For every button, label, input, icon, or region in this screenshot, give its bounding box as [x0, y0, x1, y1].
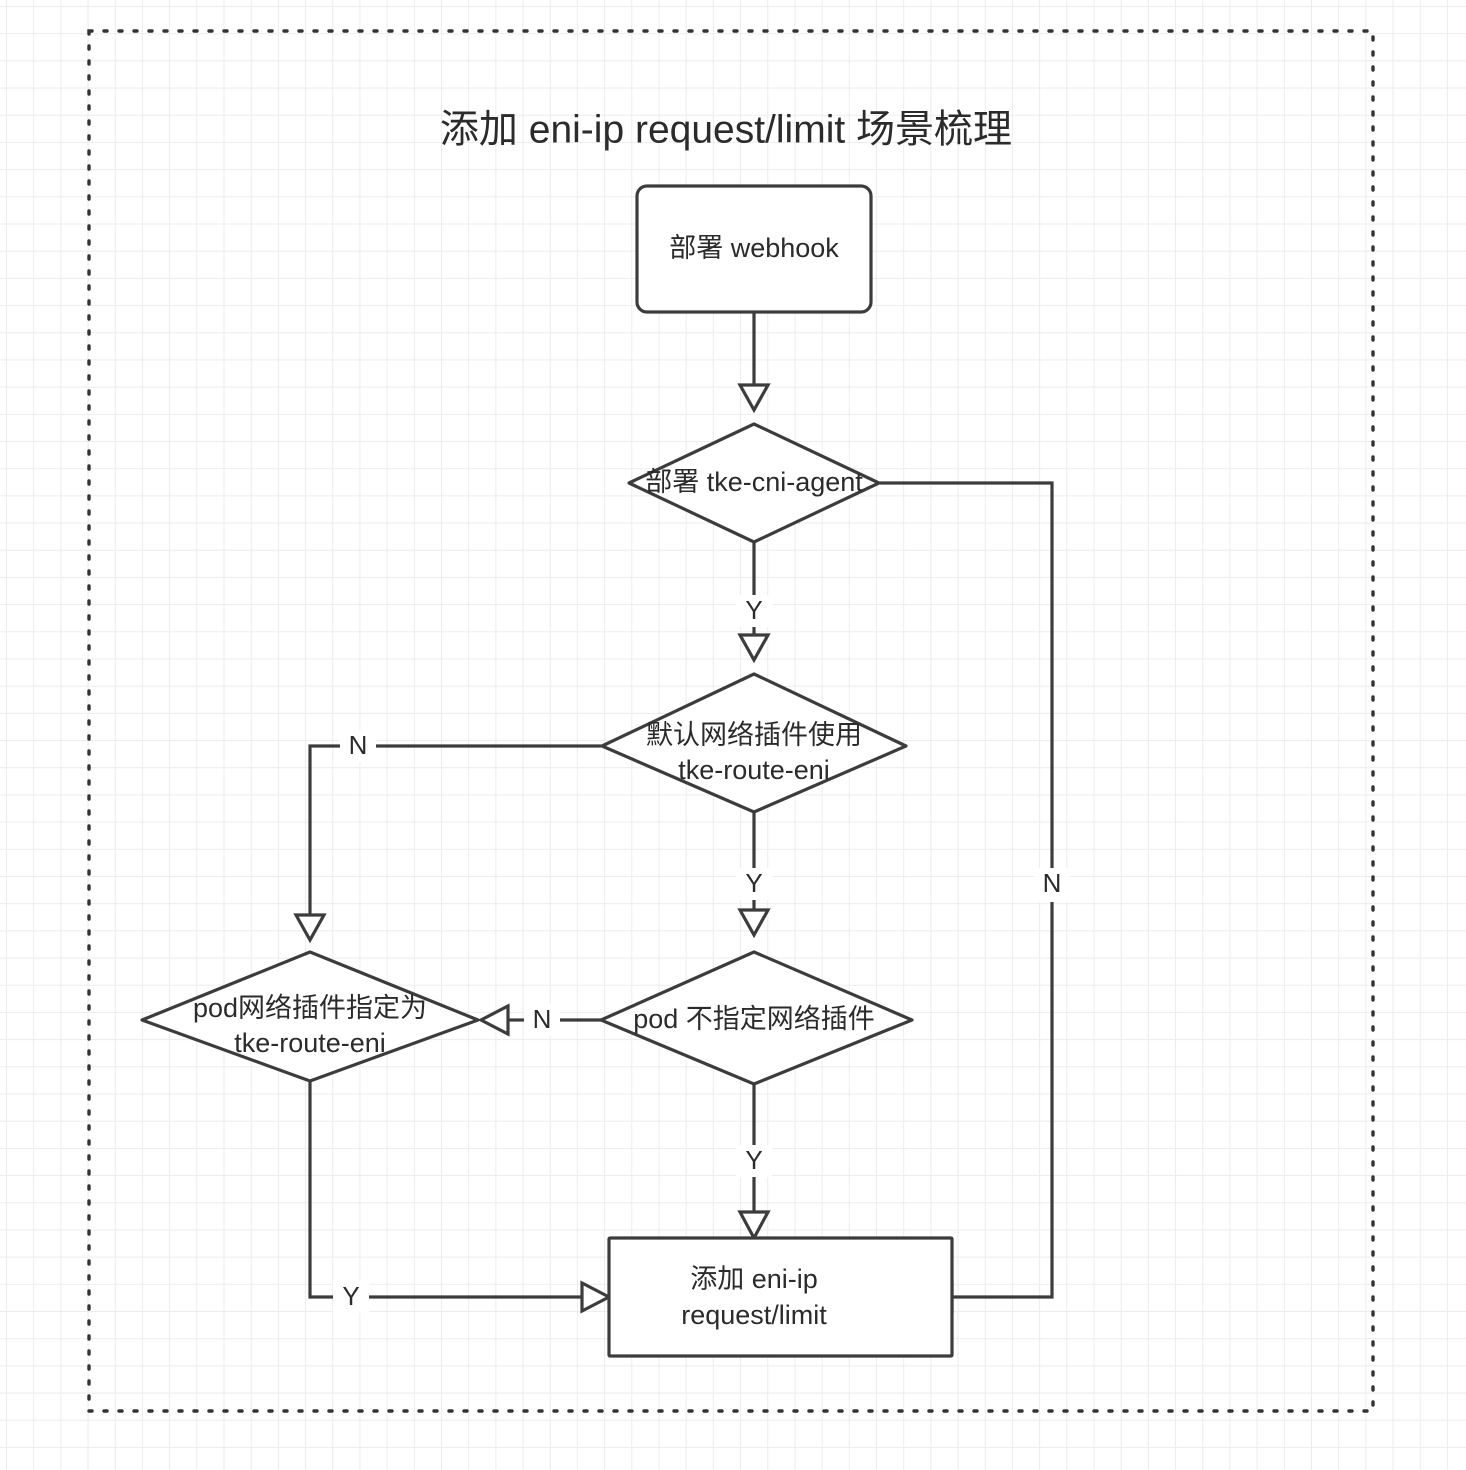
edge-label-pod-specified-yes: Y: [342, 1281, 359, 1311]
edge-webhook-to-agent: [737, 313, 771, 414]
node-deploy-webhook[interactable]: 部署 webhook: [635, 184, 873, 314]
edge-label-agent-yes: Y: [745, 595, 762, 625]
node-pod-plugin-specified-label-line2: tke-route-eni: [234, 1028, 386, 1058]
edge-pod-specified-yes-to-result: Y: [308, 1081, 613, 1314]
node-default-plugin-label-line1: 默认网络插件使用: [646, 720, 862, 750]
node-deploy-tke-cni-agent[interactable]: 部署 tke-cni-agent: [627, 422, 881, 544]
edge-label-default-plugin-yes: Y: [745, 868, 762, 898]
node-pod-no-plugin-specified[interactable]: pod 不指定网络插件: [599, 950, 914, 1086]
node-pod-plugin-specified-tke-route-eni[interactable]: pod网络插件指定为 tke-route-eni: [140, 950, 480, 1083]
node-default-plugin-label-line2: tke-route-eni: [678, 755, 830, 785]
edge-agent-yes-to-default-plugin: Y: [736, 543, 772, 664]
node-default-plugin-tke-route-eni[interactable]: 默认网络插件使用 tke-route-eni: [600, 672, 908, 814]
node-add-eni-ip-label-line1: 添加 eni-ip: [690, 1264, 818, 1294]
edge-label-agent-no: N: [1043, 868, 1062, 898]
node-deploy-webhook-label-line1: 部署 webhook: [669, 233, 839, 263]
edge-label-default-plugin-no: N: [349, 730, 368, 760]
node-deploy-tke-cni-agent-label-line1: 部署 tke-cni-agent: [645, 467, 863, 497]
node-pod-no-plugin-specified-label-line1: pod 不指定网络插件: [633, 1004, 875, 1034]
edge-label-pod-no-plugin-no: N: [533, 1004, 552, 1034]
node-add-eni-ip-request-limit[interactable]: 添加 eni-ip request/limit: [607, 1236, 954, 1358]
edge-pod-no-plugin-no-to-pod-specified: N: [477, 1003, 601, 1037]
edge-pod-no-plugin-yes-to-result: Y: [736, 1084, 772, 1242]
edge-agent-no-to-result: N: [880, 481, 1070, 1314]
diagram-title: 添加 eni-ip request/limit 场景梳理: [440, 108, 1012, 151]
node-pod-plugin-specified-label-line1: pod网络插件指定为: [193, 993, 427, 1023]
edge-label-pod-no-plugin-yes: Y: [745, 1145, 762, 1175]
node-add-eni-ip-label-line2: request/limit: [681, 1300, 827, 1330]
edge-default-plugin-yes-to-pod-no-plugin: Y: [736, 812, 772, 939]
edge-default-plugin-no-to-pod-specified: N: [293, 730, 601, 944]
dotted-frame: [87, 29, 1375, 1413]
